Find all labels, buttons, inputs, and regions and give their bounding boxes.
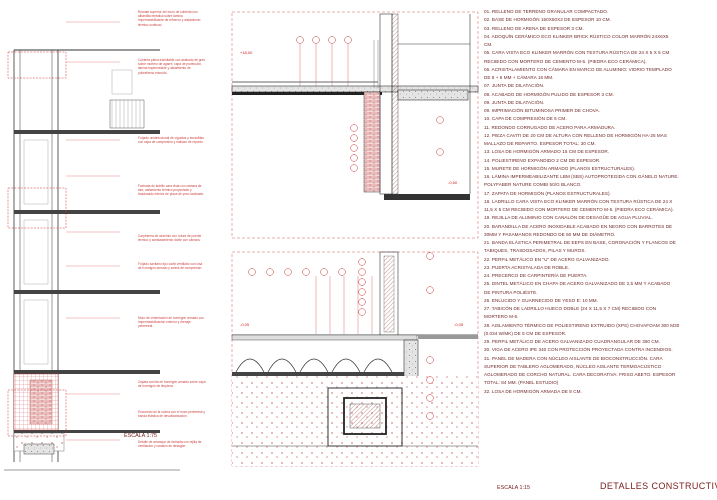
scale-label: ESCALA 1:15 xyxy=(497,485,530,491)
annotation: Carpintería de aluminio con rotura de pu… xyxy=(138,234,202,243)
note-line: 08. ACABADO DE HORMIGÓN PULIDO DE ESPESO… xyxy=(484,91,614,97)
note-line: 16. LÁMINA IMPERMEABILIZANTE LBM (SBS) A… xyxy=(484,174,679,179)
note-line: 32. LOSA DE HORMIGÓN ARMADA DE 8 CM. xyxy=(484,388,582,394)
note-line: DE PINTURA POLIÉSTE. xyxy=(484,289,538,295)
note-line: 04. ADOQUÍN CERÁMICO ECO KLINKER BRICK R… xyxy=(484,33,669,39)
note-line: 24. PRECERCO DE CARPINTERÍA DE PUERTA. xyxy=(484,273,588,278)
note-line: SUPERIOR DE TABLERO AGLOMERADO, NÚCLEO A… xyxy=(484,363,662,369)
note-line: DE 6 + 6 MM + CÁMARA 16 MM. xyxy=(484,75,554,80)
note-line: 29. PERFIL METÁLICO DE ACERO GALVANIZADO… xyxy=(484,339,660,344)
note-line: 11,5 X 5 CM RECIBIDO CON MORTERO DE CEME… xyxy=(484,207,674,212)
building-section xyxy=(4,21,180,471)
annotation: Zapata corrida de hormigón armado sobre … xyxy=(138,380,206,389)
note-line: 11. REDONDO CORRUGADO DE ACERO PARA ARMA… xyxy=(484,124,616,130)
annotation: Forjado sanitario tipo cáviti ventilado … xyxy=(138,262,203,271)
note-line: 27. TABICÓN DE LADRILLO HUECO DOBLE (24 … xyxy=(484,306,657,311)
foundation-detail xyxy=(231,251,479,467)
annotation: Forjado unidireccional de viguetas y bov… xyxy=(138,136,204,145)
note-line: 01. RELLENO DE TERRENO GRANULAR COMPACTA… xyxy=(484,9,609,14)
note-line: 22. PERFIL METÁLICO EN "U" DE ACERO GALV… xyxy=(484,256,610,262)
note-line: 19. REJILLA DE ALUMINIO CON CANALÓN DE D… xyxy=(484,215,653,221)
scale-label: ESCALA 1:75 xyxy=(124,433,157,439)
sheet-title: DETALLES CONSTRUCTIVOS xyxy=(600,481,717,491)
note-line: 07. JUNTA DE DILATACIÓN. xyxy=(484,83,545,89)
note-line: RECIBIDO CON MORTERO DE CEMENTO M-5. (PI… xyxy=(484,58,647,64)
note-line: TOTAL: 84 MM. (PANEL ESTUDIO) xyxy=(484,380,559,386)
note-line: 17. ZAPATA DE HORMIGÓN (PLANOS ESTRUCTUR… xyxy=(484,190,611,196)
note-line: 02. BASE DE HORMIGÓN 150X50X2 DE ESPESOR… xyxy=(484,17,611,23)
note-line: 13. LOSA DE HORMIGÓN ARMADO 15 CM DE ESP… xyxy=(484,149,610,155)
level-mark: +18,00 xyxy=(240,50,253,55)
note-line: MORTERO M-5. xyxy=(484,314,519,320)
note-line: 26. ENLUCIDO Y GUARNECIDO DE YESO E: 10 … xyxy=(484,297,598,303)
annotation: Encuentro de la solera con el muro perim… xyxy=(138,410,205,419)
note-line: 21. BANDA ELÁSTICA PERIMETRAL DE EEPS EN… xyxy=(484,240,676,245)
note-line: (0.034 W/MK) DE 5 CM DE ESPESOR. xyxy=(484,330,567,336)
callout-markers xyxy=(248,36,444,420)
note-line: 14. POLIESTIRENO EXPANDIDO 2 CM DE ESPES… xyxy=(484,157,601,163)
note-line: 09. IMPRIMACIÓN BITUMINOSA PRIMER DE CHO… xyxy=(484,108,600,113)
note-line: 05. CARA VISTA ECO KLINKER MARRÓN CON TE… xyxy=(484,50,670,56)
note-line: AGLOMERADO DE CORCHO NATURAL. CARA DECOR… xyxy=(484,372,676,377)
note-line: POLYFABER NATURE COMBI 50/G BLANCO. xyxy=(484,182,582,188)
note-line: 10. CAPA DE COMPRESIÓN DE 5 CM. xyxy=(484,116,567,122)
note-line: 20. BARANDILLA DE ACERO INOXIDABLE ACABA… xyxy=(484,223,673,229)
annotation: Remate superior del muro de cubierta con… xyxy=(138,10,201,27)
roof-facade-detail xyxy=(231,11,479,239)
annotation: Detalle de arranque de fachada con rejil… xyxy=(138,440,202,449)
construction-notes-list: 01. RELLENO DE TERRENO GRANULAR COMPACTA… xyxy=(484,8,712,396)
note-line: 31. PANEL DE MADERA CON NÚCLEO AISLANTE … xyxy=(484,355,663,361)
annotation: Cubierta plana transitable con acabado d… xyxy=(138,58,205,75)
note-line: 12. PIEZA CAVITI DE 20 CM DE ALTURA CON … xyxy=(484,132,667,138)
note-line: 30. VIGA DE ACERO IPE 340 CON PROTECCIÓN… xyxy=(484,347,673,353)
note-line: TABIQUES, TRASDOSADOS, PILAS Y MUROS. xyxy=(484,248,586,254)
note-line: 28. AISLAMIENTO TÉRMICO DE POLIESTIRENO … xyxy=(484,322,680,328)
note-line: 09. JUNTA DE DILATACIÓN. xyxy=(484,99,545,105)
annotation: Fachada de ladrillo cara vista con cámar… xyxy=(138,184,205,197)
note-line: CM. xyxy=(484,42,493,47)
level-mark: -0,60 xyxy=(448,180,458,185)
note-line: 15. MURETE DE HORMIGÓN ARMADO (PLANOS ES… xyxy=(484,165,636,171)
note-line: 23. PUERTA ACRISTALADA DE ROBLE. xyxy=(484,264,570,270)
annotation: Muro de cimentación de hormigón armado c… xyxy=(138,316,204,329)
note-line: 03. RELLENO DE ARENA DE ESPESOR 3 CM. xyxy=(484,25,584,31)
note-line: MALLAZO DE REPARTO. ESPESOR TOTAL: 30 CM… xyxy=(484,141,596,146)
note-line: 30MM Y PASAMANOS REDONDO DE 50 MM DE DIÁ… xyxy=(484,231,616,237)
level-mark: -0,05 xyxy=(454,322,464,327)
note-line: 06. ACRISTALAMIENTO CON CÁMARA EN MARCO … xyxy=(484,66,672,72)
note-line: 25. DINTEL METÁLICO EN CHAPA DE ACERO GA… xyxy=(484,281,671,287)
note-line: 18. LADRILLO CARA VISTA ECO KLINKER MARR… xyxy=(484,198,673,204)
level-mark: -0,05 xyxy=(240,322,250,327)
